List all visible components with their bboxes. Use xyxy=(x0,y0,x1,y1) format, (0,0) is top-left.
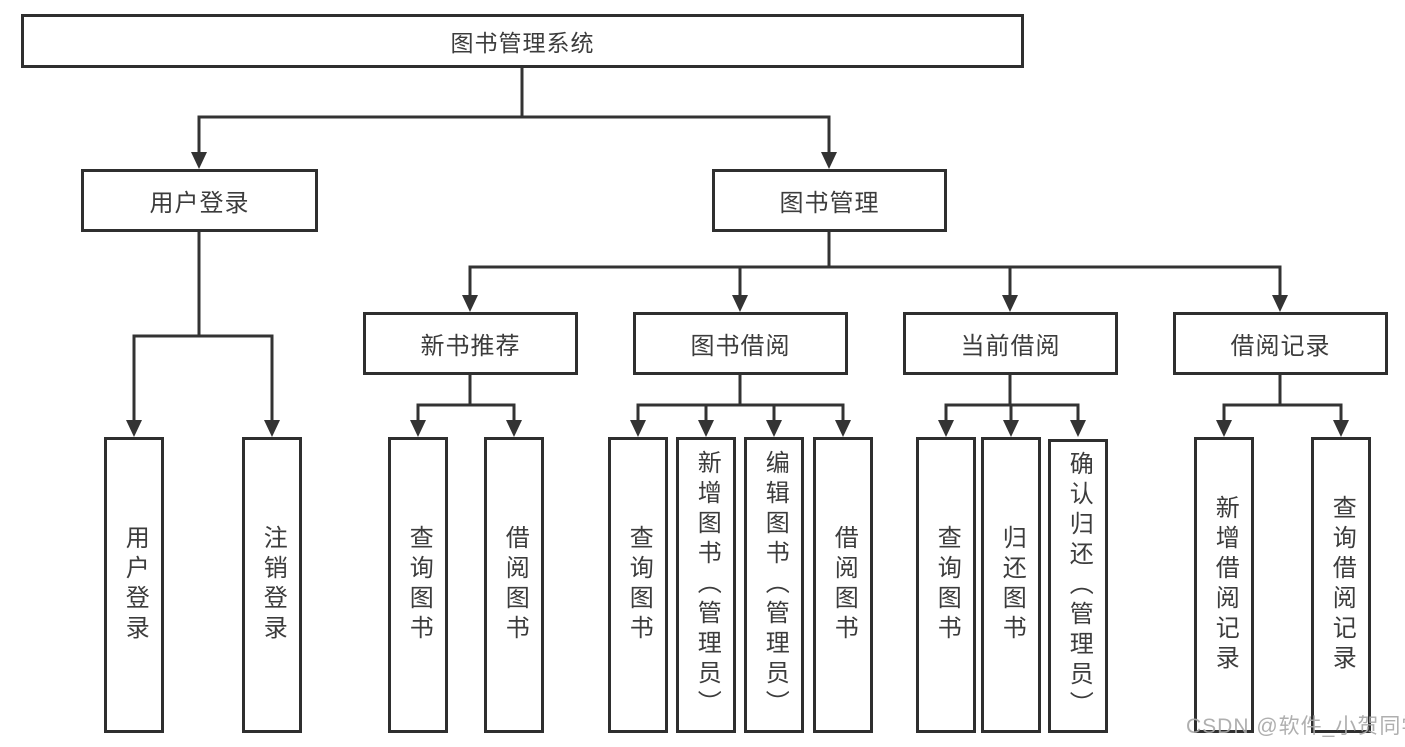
csdn-watermark: CSDN @软件_小贺同学 xyxy=(1186,715,1405,738)
leaf-logout: 注销登录 xyxy=(242,437,302,733)
leaf-current-confirm-return-admin-label: 确认归还（管理员） xyxy=(1065,451,1093,721)
leaf-current-confirm-return-admin: 确认归还（管理员） xyxy=(1048,439,1108,733)
leaf-current-query-books: 查询图书 xyxy=(916,437,976,733)
leaf-borrowing-add-books-admin: 新增图书（管理员） xyxy=(676,437,736,733)
leaf-user-login: 用户登录 xyxy=(104,437,164,733)
leaf-records-add-record-label: 新增借阅记录 xyxy=(1211,495,1239,675)
node-book-borrowing: 图书借阅 xyxy=(633,312,848,375)
node-user-login: 用户登录 xyxy=(81,169,318,232)
node-current-borrowing: 当前借阅 xyxy=(903,312,1118,375)
leaf-recommend-query-books-label: 查询图书 xyxy=(405,525,433,645)
leaf-logout-label: 注销登录 xyxy=(259,525,287,645)
leaf-records-add-record: 新增借阅记录 xyxy=(1194,437,1254,733)
leaf-borrowing-edit-books-admin-label: 编辑图书（管理员） xyxy=(761,450,789,720)
leaf-current-return-books: 归还图书 xyxy=(981,437,1041,733)
leaf-current-return-books-label: 归还图书 xyxy=(998,525,1026,645)
leaf-records-query-record-label: 查询借阅记录 xyxy=(1328,495,1356,675)
leaf-current-query-books-label: 查询图书 xyxy=(933,525,961,645)
leaf-recommend-borrow-books-label: 借阅图书 xyxy=(501,525,529,645)
node-borrow-records: 借阅记录 xyxy=(1173,312,1388,375)
node-system-root: 图书管理系统 xyxy=(21,14,1024,68)
leaf-borrowing-borrow-books-label: 借阅图书 xyxy=(830,525,858,645)
leaf-borrowing-query-books: 查询图书 xyxy=(608,437,668,733)
node-book-management: 图书管理 xyxy=(712,169,947,232)
node-new-book-recommend: 新书推荐 xyxy=(363,312,578,375)
leaf-recommend-query-books: 查询图书 xyxy=(388,437,448,733)
leaf-records-query-record: 查询借阅记录 xyxy=(1311,437,1371,733)
leaf-borrowing-query-books-label: 查询图书 xyxy=(625,525,653,645)
leaf-recommend-borrow-books: 借阅图书 xyxy=(484,437,544,733)
leaf-borrowing-edit-books-admin: 编辑图书（管理员） xyxy=(744,437,804,733)
leaf-borrowing-add-books-admin-label: 新增图书（管理员） xyxy=(693,450,721,720)
leaf-user-login-label: 用户登录 xyxy=(121,525,149,645)
leaf-borrowing-borrow-books: 借阅图书 xyxy=(813,437,873,733)
